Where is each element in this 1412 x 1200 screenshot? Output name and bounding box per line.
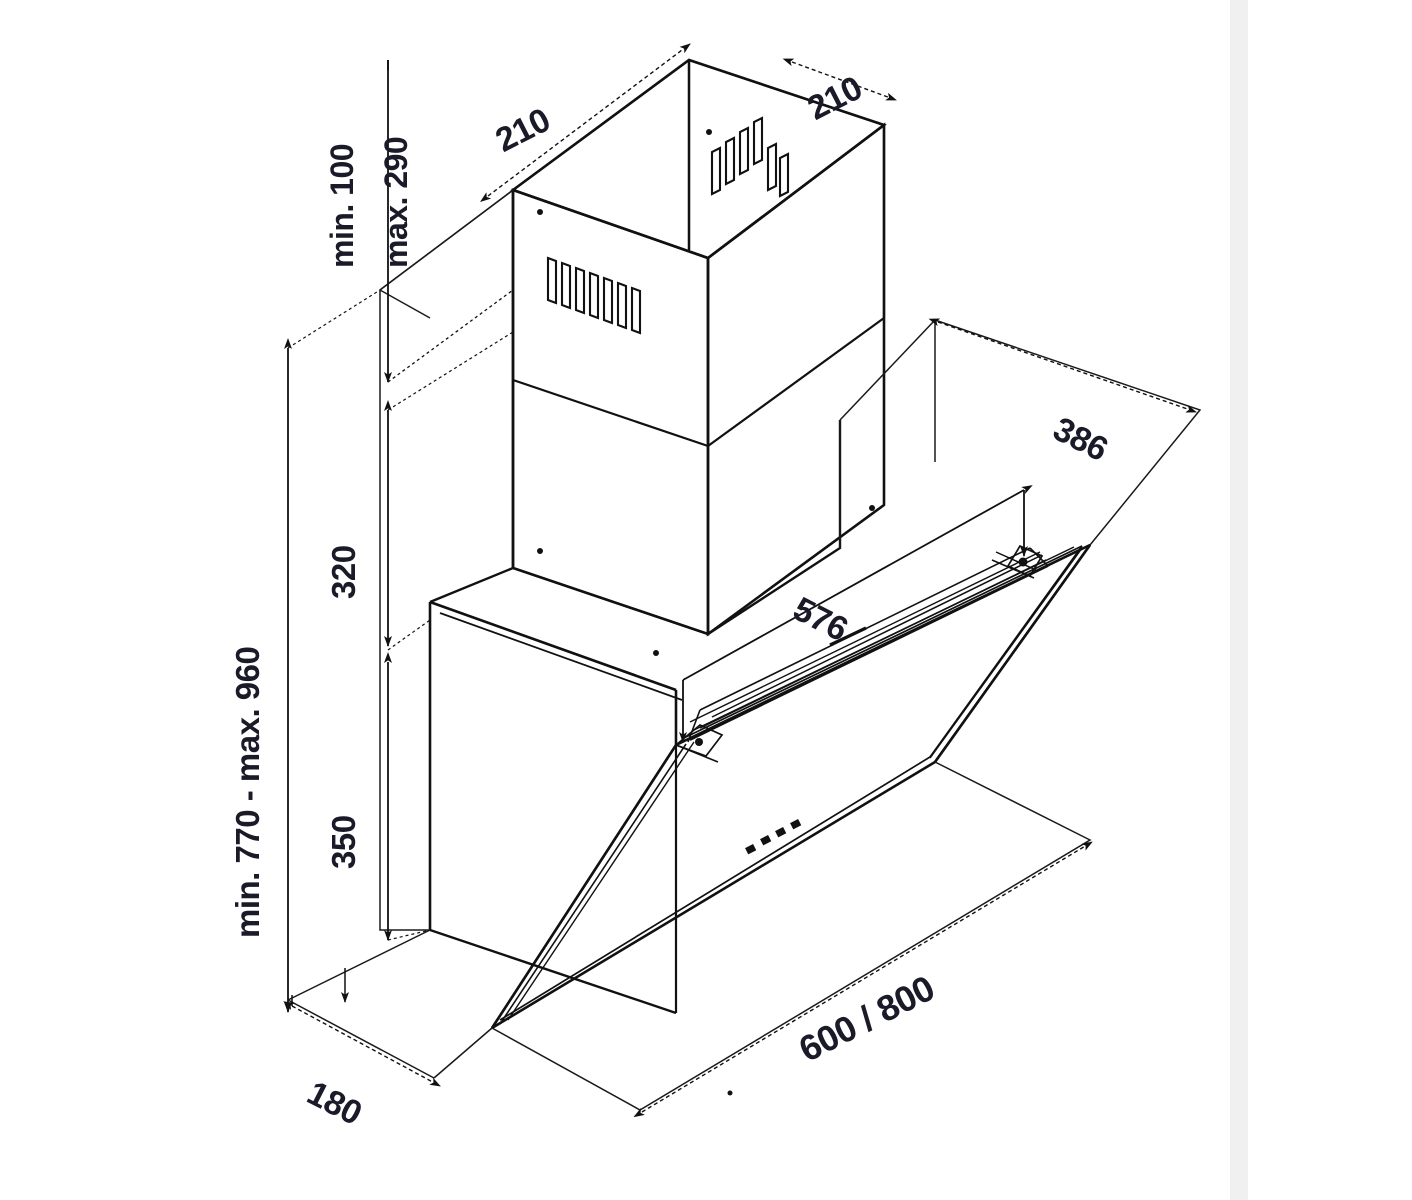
dim-label-chimney-extension-min: min. 100 [324, 143, 360, 268]
dim-hood-depth [928, 318, 1197, 413]
chimney-screw-marks [537, 129, 712, 554]
dim-label-chimney-height: 320 [325, 545, 362, 599]
panel-hinge-right [991, 544, 1044, 579]
chimney-main [510, 58, 887, 637]
panel-hinge-left [674, 724, 724, 763]
dim-wall-bracket-depth [283, 1001, 441, 1087]
right-white-margin [1248, 0, 1412, 1200]
chimney-vent-right [710, 116, 790, 198]
dim-label-body-height: 350 [325, 815, 362, 869]
right-gutter-band [1230, 0, 1248, 1200]
control-buttons [745, 819, 802, 855]
dim-hood-width [633, 841, 1093, 1118]
projection-lines [287, 189, 1202, 1111]
dim-label-total-height: min. 770 - max. 960 [229, 646, 266, 938]
dim-chimney-depth-right [782, 58, 897, 101]
grease-filter-slot [687, 547, 1049, 743]
hood-body [428, 190, 842, 1015]
dim-canopy-inner-width [679, 485, 1033, 743]
leader-chimney-extension [387, 289, 514, 383]
dim-label-chimney-extension-max: max. 290 [378, 136, 414, 268]
chimney-vent-left [546, 256, 642, 335]
drawing-line-work [283, 43, 1202, 1118]
dim-chimney-depth-left [480, 43, 691, 203]
